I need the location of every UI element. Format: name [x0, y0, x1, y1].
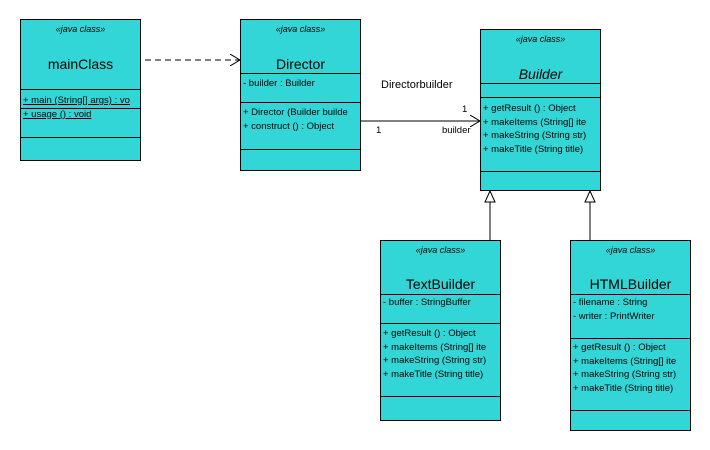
class-compartment-divider [241, 73, 360, 74]
class-htmlbuilder[interactable]: «java class» HTMLBuilder - filename : St… [570, 240, 691, 431]
class-compartment-divider [21, 137, 140, 138]
class-stereotype: «java class» [275, 24, 326, 34]
class-compartment-divider [381, 396, 500, 397]
operations-compartment: + Director (Builder builde + construct (… [243, 106, 360, 133]
class-name: TextBuilder [405, 276, 476, 292]
class-compartment-divider [571, 410, 690, 411]
class-stereotype: «java class» [415, 245, 466, 255]
class-compartment-divider [21, 108, 140, 109]
class-stereotype: «java class» [55, 24, 106, 34]
operation-row: + Director (Builder builde [243, 107, 348, 118]
class-compartment-divider [571, 338, 690, 339]
attributes-compartment: - buffer : StringBuffer [383, 296, 500, 310]
operation-row: + makeTitle (String title) [573, 382, 674, 394]
class-compartment-divider [241, 149, 360, 150]
class-compartment-divider [21, 89, 140, 90]
class-name: HTMLBuilder [589, 276, 672, 292]
attribute-row: - buffer : StringBuffer [383, 297, 471, 308]
generalization-arrowhead-textbuilder [484, 189, 496, 203]
operation-row: + makeString (String str) [573, 369, 677, 381]
class-compartment-divider [241, 102, 360, 103]
operation-row: + getResult () : Object [483, 103, 576, 114]
attribute-row: - writer : PrintWriter [573, 310, 655, 322]
operation-row: + construct () : Object [243, 120, 335, 132]
operation-row: + makeItems (String[] ite [483, 116, 587, 128]
class-compartment-divider [381, 294, 500, 295]
association-name-label: Directorbuilder [381, 79, 453, 91]
target-role-label: builder [442, 125, 471, 136]
operation-row: + getResult () : Object [383, 328, 476, 339]
source-multiplicity-label: 1 [376, 125, 382, 136]
attribute-row: - filename : String [573, 297, 648, 308]
class-director[interactable]: «java class» Director - builder : Builde… [240, 19, 361, 171]
operation-row: + makeTitle (String title) [483, 143, 584, 155]
operation-row: + makeItems (String[] ite [383, 341, 487, 353]
operation-row: + getResult () : Object [573, 342, 666, 353]
attributes-compartment: - builder : Builder [243, 77, 360, 91]
operation-row: + makeString (String str) [483, 130, 587, 142]
target-multiplicity-label: 1 [462, 104, 468, 115]
attribute-row: - builder : Builder [243, 78, 315, 89]
operations-compartment: + getResult () : Object + makeItems (Str… [573, 341, 690, 395]
class-stereotype: «java class» [605, 245, 656, 255]
class-compartment-divider [481, 171, 600, 172]
operation-row: + main (String[] args) : vo [23, 95, 130, 106]
operations-compartment: + getResult () : Object + makeItems (Str… [383, 327, 500, 381]
generalization-arrowhead-htmlbuilder [584, 189, 596, 203]
operation-row: + usage () : void [23, 108, 92, 120]
class-compartment-divider [571, 294, 690, 295]
class-compartment-divider [381, 323, 500, 324]
class-builder[interactable]: «java class» Builder + getResult () : Ob… [480, 29, 601, 191]
operation-row: + makeTitle (String title) [383, 368, 484, 380]
operation-row: + makeItems (String[] ite [573, 355, 677, 367]
class-compartment-divider [481, 83, 600, 84]
class-stereotype: «java class» [515, 34, 566, 44]
operation-row: + makeString (String str) [383, 355, 487, 367]
operations-compartment: + main (String[] args) : vo + usage () :… [23, 94, 140, 121]
operations-compartment: + getResult () : Object + makeItems (Str… [483, 102, 600, 156]
class-mainclass[interactable]: «java class» mainClass + main (String[] … [20, 19, 141, 161]
class-textbuilder[interactable]: «java class» TextBuilder - buffer : Stri… [380, 240, 501, 421]
class-name: mainClass [47, 56, 114, 72]
class-name: Builder [518, 66, 563, 82]
attributes-compartment: - filename : String - writer : PrintWrit… [573, 296, 690, 323]
class-name: Director [275, 56, 325, 72]
class-compartment-divider [481, 97, 600, 98]
